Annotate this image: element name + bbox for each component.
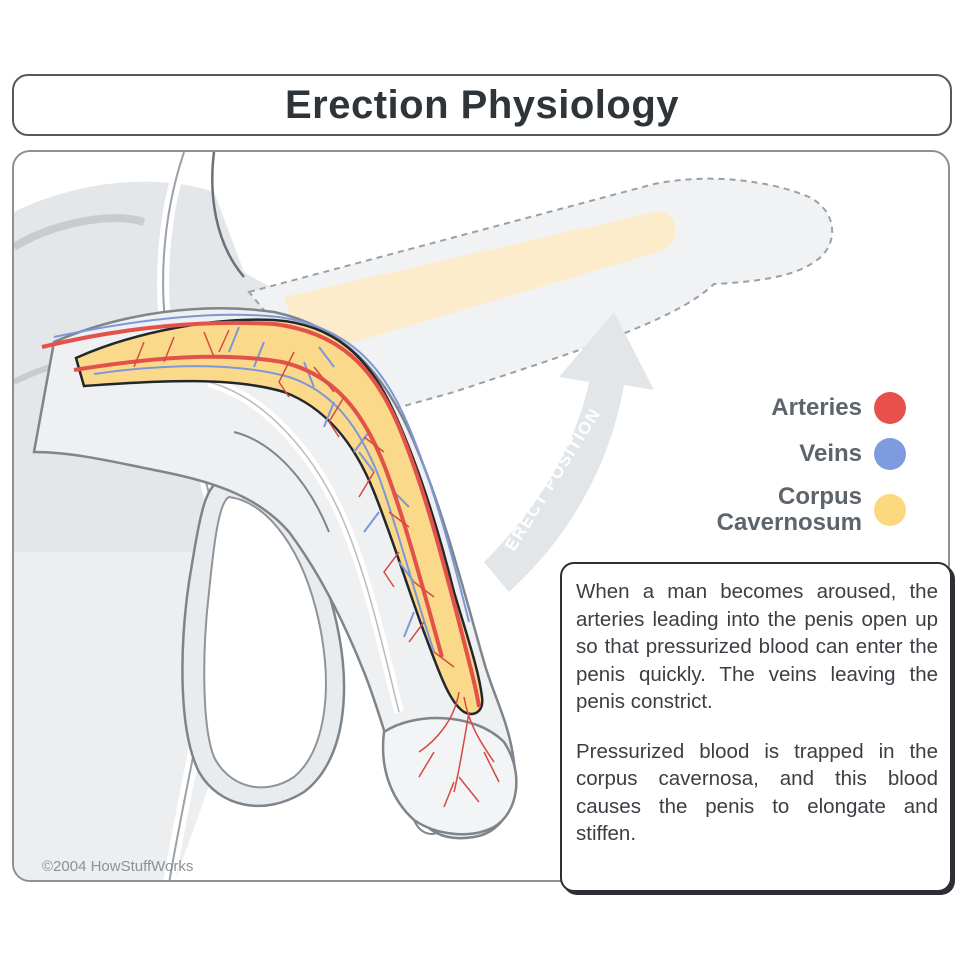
- veins-swatch: [874, 438, 906, 470]
- page-title: Erection Physiology: [284, 82, 680, 127]
- anatomy-illustration: ERECT POSITION: [14, 152, 834, 880]
- legend-label-corpus: Corpus Cavernosum: [716, 483, 862, 536]
- legend-label-veins: Veins: [799, 440, 862, 467]
- description-paragraph-2: Pressurized blood is trapped in the corp…: [576, 739, 938, 846]
- legend-item-arteries: Arteries: [717, 392, 906, 424]
- title-box: Erection Physiology: [12, 74, 952, 136]
- description-paragraph-1: When a man becomes aroused, the arteries…: [576, 580, 938, 713]
- diagram-panel: ERECT POSITION: [12, 150, 950, 882]
- legend-item-veins: Veins: [717, 438, 906, 470]
- legend-label-arteries: Arteries: [771, 394, 862, 421]
- legend: Arteries Veins Corpus Cavernosum: [717, 392, 906, 550]
- legend-item-corpus: Corpus Cavernosum: [717, 484, 906, 536]
- arteries-swatch: [874, 392, 906, 424]
- copyright-credit: ©2004 HowStuffWorks: [42, 858, 194, 875]
- corpus-swatch: [874, 494, 906, 526]
- description-box: When a man becomes aroused, the arteries…: [560, 562, 952, 892]
